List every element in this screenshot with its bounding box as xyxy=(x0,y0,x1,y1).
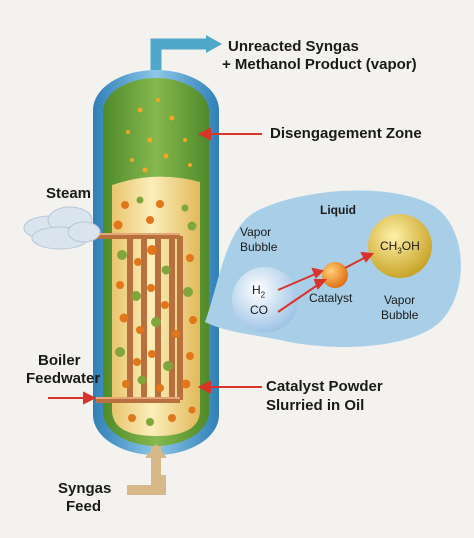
outlet-label-line2: + Methanol Product (vapor) xyxy=(222,56,417,73)
tube-highlights xyxy=(96,233,180,399)
boiler-label-line2: Feedwater xyxy=(26,370,101,387)
disengagement-zone-label: Disengagement Zone xyxy=(270,125,422,142)
syngas-inlet-pipe xyxy=(151,446,161,490)
label-arrows xyxy=(48,127,262,405)
outlet-label-line1: Unreacted Syngas xyxy=(228,38,359,55)
syngas-feed-label-line2: Feed xyxy=(66,498,102,515)
h2-formula: H2 xyxy=(252,283,266,300)
catalyst-particles xyxy=(113,98,197,426)
boiler-label-line1: Boiler xyxy=(38,352,81,369)
catalyst-powder-label-line2: Slurried in Oil xyxy=(266,397,365,414)
methanol-vapor-bubble xyxy=(368,214,432,278)
syngas-feed-label-line1: Syngas xyxy=(58,480,112,497)
h2-co-vapor-bubble xyxy=(232,267,298,333)
syngas-feed-pipe xyxy=(127,475,166,495)
outlet-arrowhead xyxy=(206,35,222,53)
vapor-bubble-right-label-1: Vapor xyxy=(384,293,416,307)
reaction-arrows xyxy=(277,251,375,313)
vapor-bubble-left-label-2: Bubble xyxy=(240,240,278,254)
catalyst-label: Catalyst xyxy=(309,291,353,305)
catalyst-powder-label-line1: Catalyst Powder xyxy=(266,378,383,395)
co-formula: CO xyxy=(250,303,268,317)
steam-label: Steam xyxy=(46,185,92,202)
ch3oh-formula: CH3OH xyxy=(380,239,420,256)
outlet-pipe xyxy=(150,38,208,70)
steam-cloud xyxy=(23,206,101,250)
syngas-inlet-arrowhead xyxy=(145,444,167,458)
vapor-bubble-right-label-2: Bubble xyxy=(381,308,419,322)
catalyst-particle-inset xyxy=(322,262,348,288)
liquid-label: Liquid xyxy=(320,203,356,217)
vapor-bubble-left-label-1: Vapor xyxy=(240,225,272,239)
